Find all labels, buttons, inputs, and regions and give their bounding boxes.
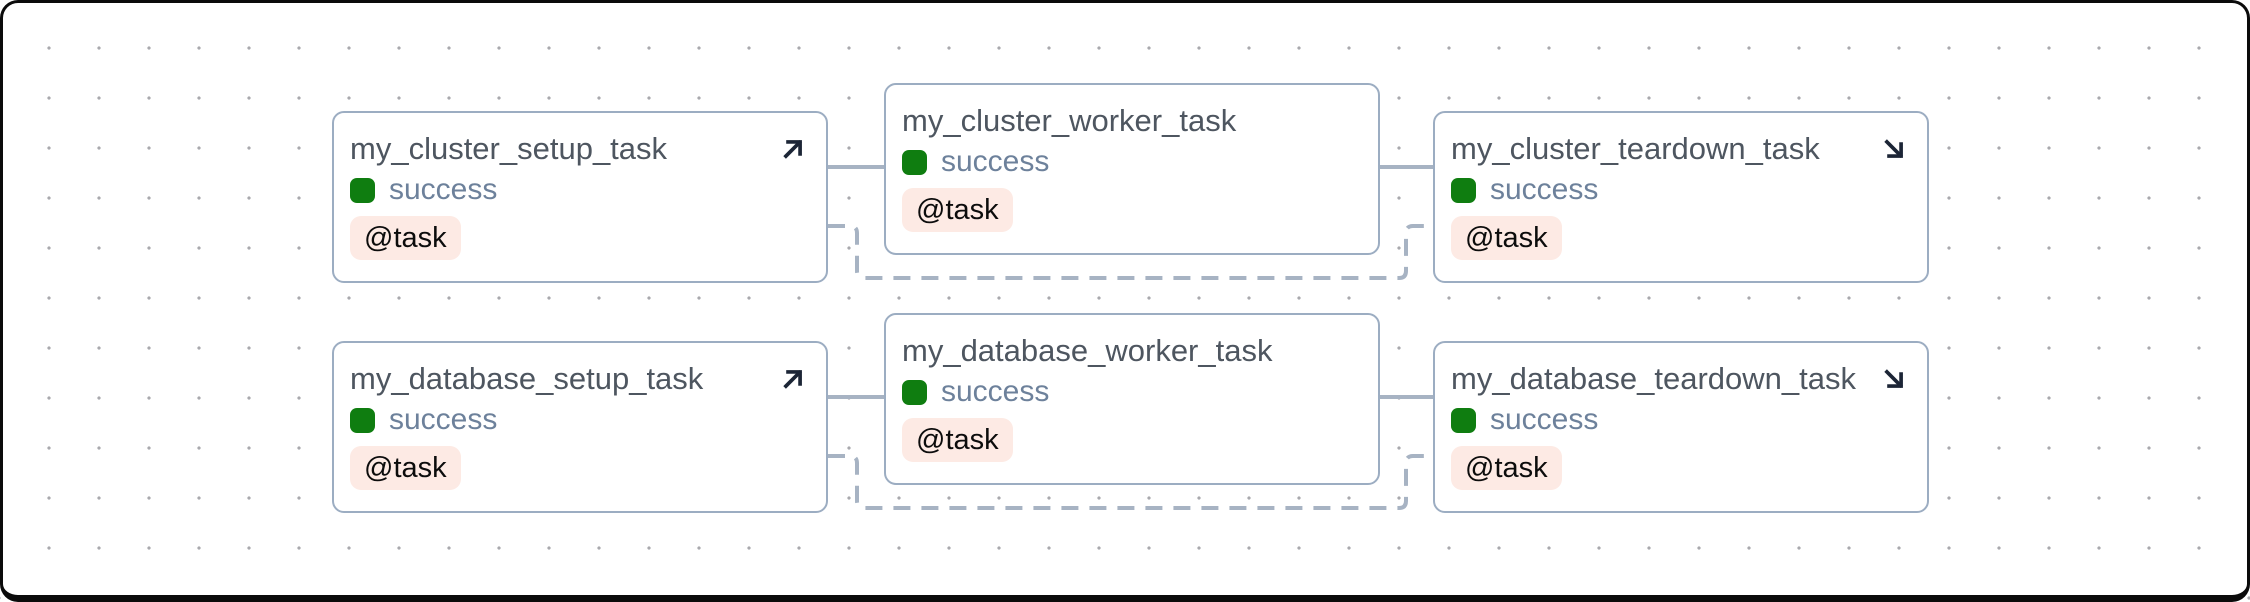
task-title: my_database_worker_task (902, 333, 1273, 368)
task-decorator-badge: @task (1451, 446, 1562, 490)
task-state-label: success (941, 375, 1050, 408)
task-decorator-badge: @task (902, 188, 1013, 232)
edge-setup-to-teardown-dashed (828, 454, 1436, 510)
task-decorator-badge: @task (1451, 216, 1562, 260)
task-node-my-database-worker[interactable]: my_database_worker_task success @task (884, 313, 1380, 485)
task-decorator-badge: @task (350, 446, 461, 490)
task-node-my-cluster-worker[interactable]: my_cluster_worker_task success @task (884, 83, 1380, 255)
task-title: my_database_teardown_task (1451, 361, 1856, 396)
task-state-label: success (389, 173, 498, 206)
task-state-label: success (389, 403, 498, 436)
success-status-square (902, 379, 927, 405)
success-status-square (902, 149, 927, 175)
arrow-down-right-icon (1877, 362, 1911, 396)
success-status-square (350, 177, 375, 203)
task-state-label: success (1490, 173, 1599, 206)
success-status-square (1451, 407, 1476, 433)
edge-setup-to-teardown-dashed (828, 224, 1436, 280)
task-node-my-database-setup[interactable]: my_database_setup_task success @task (332, 341, 828, 513)
task-title: my_cluster_worker_task (902, 103, 1237, 138)
arrow-up-right-icon (776, 362, 810, 396)
arrow-down-right-icon (1877, 132, 1911, 166)
task-state-label: success (1490, 403, 1599, 436)
task-node-my-cluster-teardown[interactable]: my_cluster_teardown_task success @task (1433, 111, 1929, 283)
success-status-square (350, 407, 375, 433)
task-title: my_cluster_teardown_task (1451, 131, 1820, 166)
task-decorator-badge: @task (902, 418, 1013, 462)
task-title: my_database_setup_task (350, 361, 704, 396)
task-state-label: success (941, 145, 1050, 178)
task-title: my_cluster_setup_task (350, 131, 668, 166)
task-node-my-cluster-setup[interactable]: my_cluster_setup_task success @task (332, 111, 828, 283)
arrow-up-right-icon (776, 132, 810, 166)
task-node-my-database-teardown[interactable]: my_database_teardown_task success @task (1433, 341, 1929, 513)
success-status-square (1451, 177, 1476, 203)
task-decorator-badge: @task (350, 216, 461, 260)
